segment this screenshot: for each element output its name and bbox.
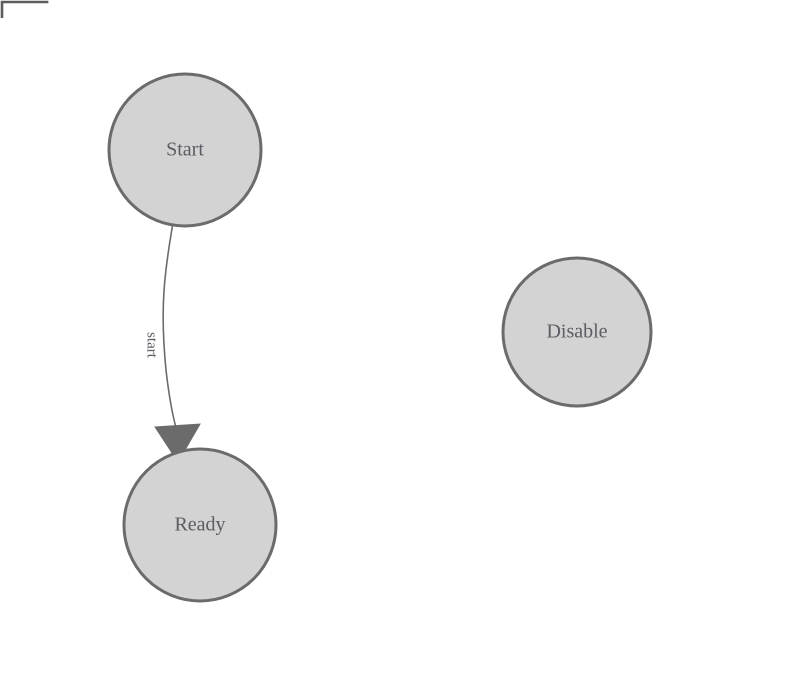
- edge-line[interactable]: [162, 225, 178, 433]
- state-label-ready: Ready: [174, 514, 225, 536]
- state-label-disable: Disable: [546, 321, 607, 343]
- state-circle-start[interactable]: [107, 72, 263, 228]
- edge-start-to-ready[interactable]: start: [144, 225, 201, 463]
- state-circle-disable[interactable]: [501, 256, 653, 408]
- arrowhead-icon: [154, 423, 201, 463]
- edge-label-group: start: [144, 332, 160, 359]
- canvas-corner-marker: [0, 0, 49, 18]
- state-label-start: Start: [166, 139, 204, 161]
- node-disable[interactable]: Disable: [501, 256, 653, 408]
- edge-label-start: start: [144, 332, 160, 359]
- node-start[interactable]: Start: [107, 72, 263, 228]
- node-ready[interactable]: Ready: [122, 447, 278, 603]
- state-circle-ready[interactable]: [122, 447, 278, 603]
